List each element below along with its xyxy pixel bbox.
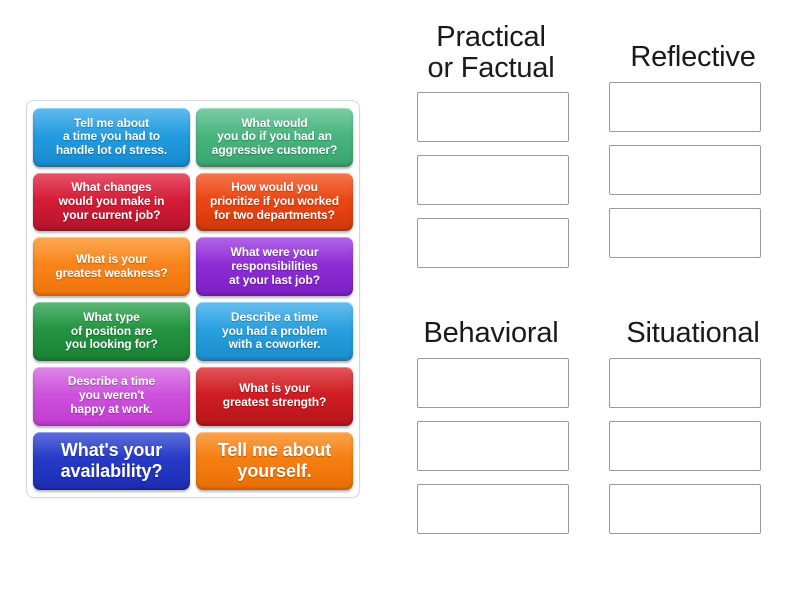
card-availability-label: What's your availability? [60,440,163,481]
category-group-reflective: Reflective [605,22,781,271]
dropzone-practical-or-factual-3[interactable] [417,218,569,269]
card-tray: Tell me about a time you had to handle l… [26,100,360,498]
category-group-situational: Situational [605,318,781,547]
card-about-yourself[interactable]: Tell me about yourself. [196,431,353,490]
dropzone-situational-1[interactable] [609,357,761,408]
card-prioritize-label: How would you prioritize if you worked f… [210,180,339,223]
card-position-type-label: What type of position are you looking fo… [65,309,158,352]
card-grid: Tell me about a time you had to handle l… [33,108,353,490]
dropzone-practical-or-factual-1[interactable] [417,92,569,143]
category-group-behavioral: Behavioral [403,318,579,547]
card-availability[interactable]: What's your availability? [33,431,190,490]
dropzone-behavioral-2[interactable] [417,420,569,471]
card-about-yourself-label: Tell me about yourself. [217,440,332,481]
category-title-situational: Situational [626,317,760,349]
dropzone-situational-2[interactable] [609,420,761,471]
dropzone-reflective-3[interactable] [609,207,761,258]
card-responsibilities[interactable]: What were your responsibilities at your … [196,237,353,297]
card-position-type[interactable]: What type of position are you looking fo… [33,302,190,361]
card-responsibilities-label: What were your responsibilities at your … [229,244,320,287]
dropzone-practical-or-factual-2[interactable] [417,155,569,206]
category-title-behavioral: Behavioral [423,317,559,349]
dropzone-reflective-2[interactable] [609,144,761,195]
category-title-reflective: Reflective [630,41,756,73]
dropzone-situational-3[interactable] [609,483,761,534]
card-changes[interactable]: What changes would you make in your curr… [33,172,190,232]
card-strength[interactable]: What is your greatest strength? [196,366,353,426]
category-group-practical-or-factual: Practical or Factual [403,22,579,281]
card-stress[interactable]: Tell me about a time you had to handle l… [33,108,190,167]
card-weakness-label: What is your greatest weakness? [55,251,168,280]
card-weakness[interactable]: What is your greatest weakness? [33,237,190,297]
card-coworker[interactable]: Describe a time you had a problem with a… [196,302,353,361]
card-prioritize[interactable]: How would you prioritize if you worked f… [196,172,353,232]
card-stress-label: Tell me about a time you had to handle l… [55,115,168,158]
card-aggressive-label: What would you do if you had an aggressi… [211,115,338,158]
card-unhappy-label: Describe a time you weren't happy at wor… [67,374,156,417]
category-title-practical-or-factual: Practical or Factual [427,21,555,84]
dropzone-reflective-1[interactable] [609,81,761,132]
card-changes-label: What changes would you make in your curr… [58,180,165,223]
card-unhappy[interactable]: Describe a time you weren't happy at wor… [33,366,190,426]
card-coworker-label: Describe a time you had a problem with a… [222,309,327,352]
dropzone-behavioral-1[interactable] [417,357,569,408]
card-strength-label: What is your greatest strength? [222,381,327,410]
dropzone-behavioral-3[interactable] [417,483,569,534]
card-aggressive[interactable]: What would you do if you had an aggressi… [196,108,353,167]
